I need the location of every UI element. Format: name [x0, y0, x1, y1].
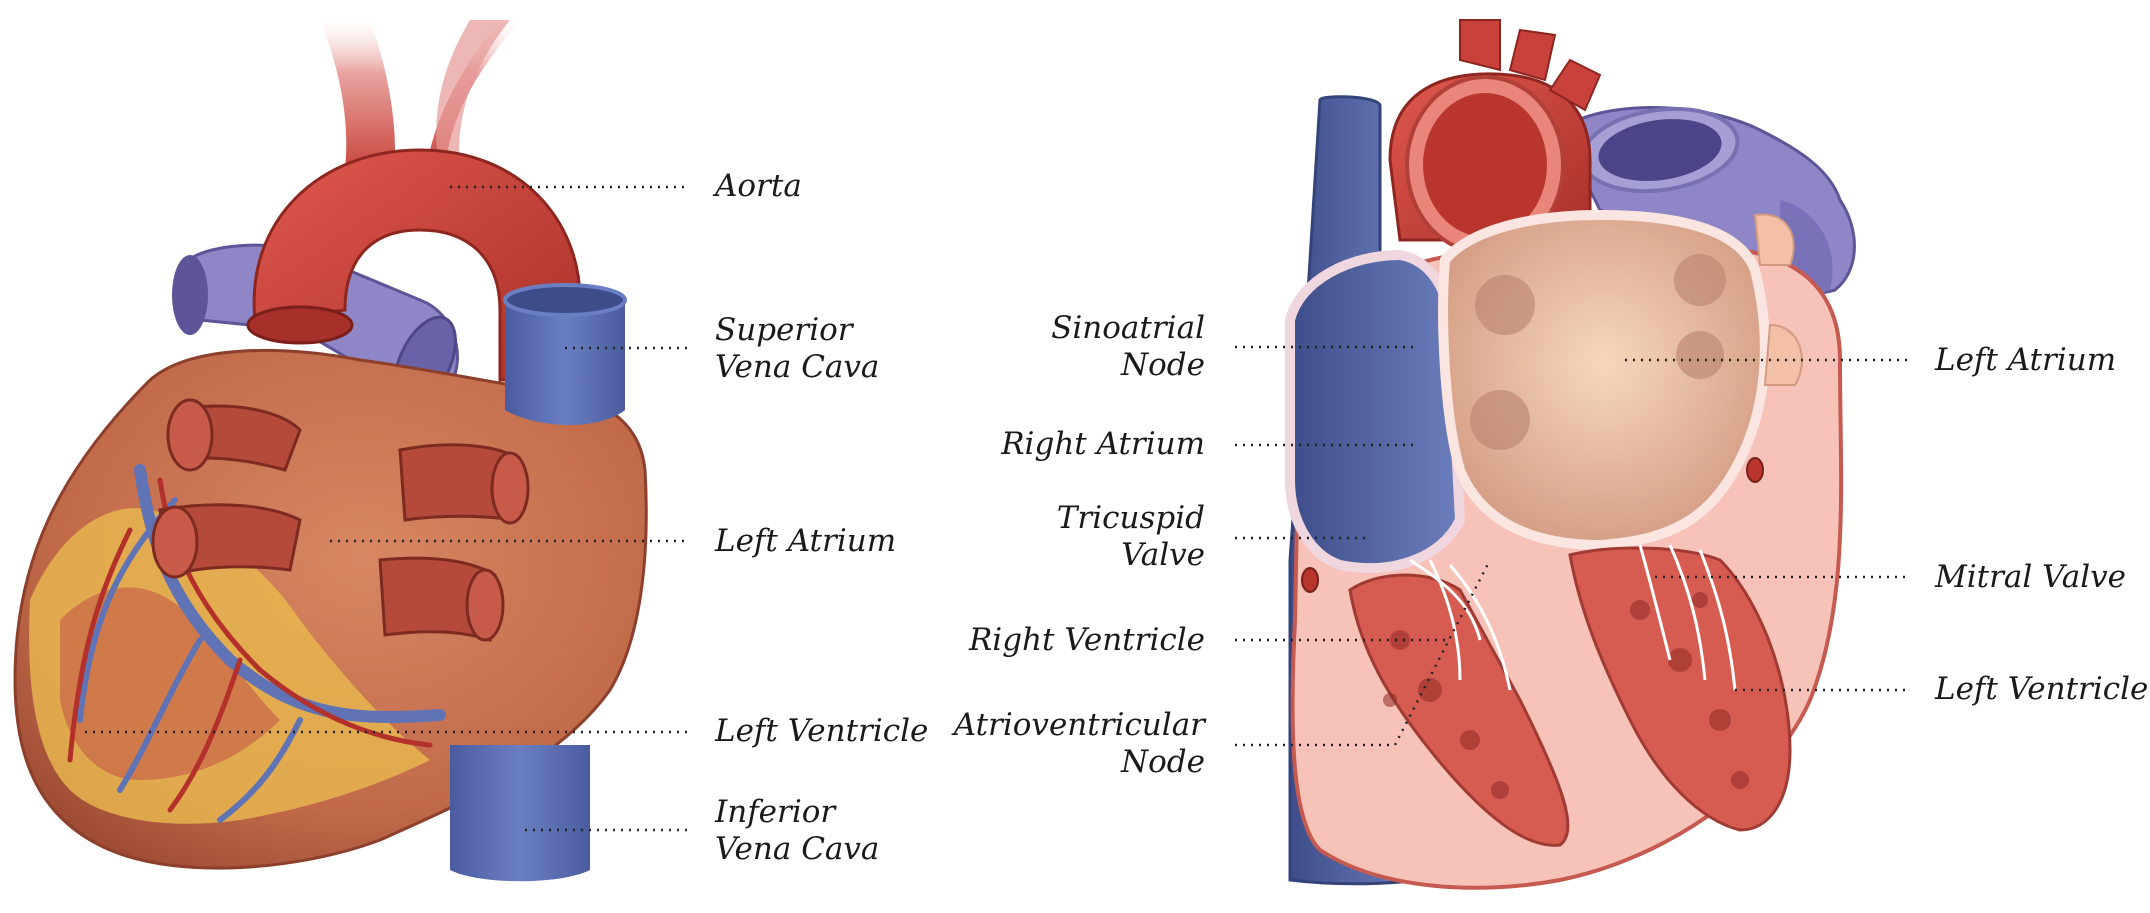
- label-atrioventricular-node-line2: Node: [900, 744, 1205, 781]
- label-sinoatrial-node-line2: Node: [1000, 347, 1205, 384]
- label-sinoatrial-node: Sinoatrial Node: [1000, 310, 1205, 384]
- superior-vena-cava: [505, 300, 625, 425]
- label-tricuspid-valve-line2: Valve: [1000, 537, 1205, 574]
- label-tricuspid-valve-line1: Tricuspid: [1000, 500, 1205, 537]
- label-superior-vena-cava-line2: Vena Cava: [715, 349, 879, 386]
- label-mitral-valve: Mitral Valve: [1935, 559, 2126, 596]
- label-left-ventricle-left: Left Ventricle: [715, 713, 928, 750]
- label-sinoatrial-node-line1: Sinoatrial: [1000, 310, 1205, 347]
- label-inferior-vena-cava-line1: Inferior: [715, 794, 879, 831]
- label-left-ventricle-right: Left Ventricle: [1935, 671, 2148, 708]
- label-inferior-vena-cava-line2: Vena Cava: [715, 831, 879, 868]
- label-superior-vena-cava: Superior Vena Cava: [715, 312, 879, 386]
- label-left-atrium-right: Left Atrium: [1935, 342, 2116, 379]
- label-tricuspid-valve: Tricuspid Valve: [1000, 500, 1205, 574]
- right-atrium-cavity: [1290, 255, 1460, 568]
- label-inferior-vena-cava: Inferior Vena Cava: [715, 794, 879, 868]
- label-superior-vena-cava-line1: Superior: [715, 312, 879, 349]
- label-right-ventricle: Right Ventricle: [900, 622, 1205, 659]
- cutaway-heart-illustration: [1290, 20, 1854, 888]
- inferior-vena-cava: [450, 745, 590, 881]
- external-heart-illustration: [15, 20, 646, 881]
- label-left-atrium-left: Left Atrium: [715, 523, 896, 560]
- aorta-opening: [248, 307, 352, 343]
- label-atrioventricular-node-line1: Atrioventricular: [900, 707, 1205, 744]
- label-right-atrium: Right Atrium: [900, 426, 1205, 463]
- label-aorta: Aorta: [715, 168, 802, 205]
- label-atrioventricular-node: Atrioventricular Node: [900, 707, 1205, 781]
